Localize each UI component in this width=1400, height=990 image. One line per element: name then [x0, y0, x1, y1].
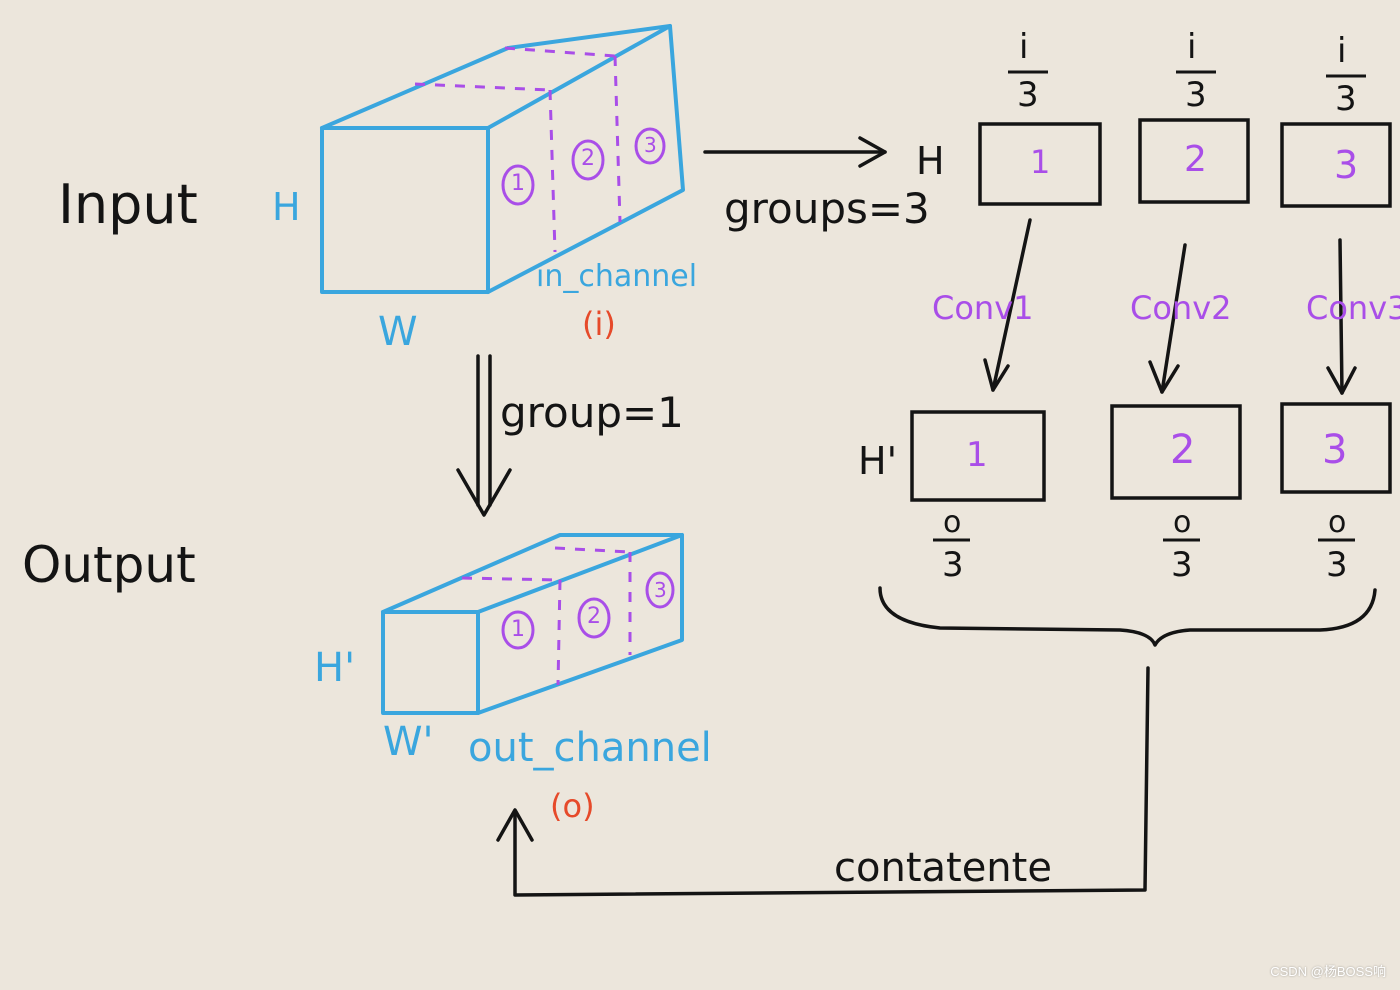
- group-2-in-frac-den: 3: [1185, 75, 1207, 115]
- conv1-arrow: [991, 218, 1032, 392]
- channel-circles: [501, 127, 675, 650]
- conv2-arrow: [1160, 243, 1187, 394]
- group-2-out-frac-den: 3: [1171, 545, 1193, 585]
- input-cube-channel-2: 2: [581, 146, 595, 171]
- group-1-in-box-label: 1: [1030, 143, 1051, 181]
- input-group-box-2: [1138, 118, 1250, 204]
- in-channel-label: in_channel: [536, 259, 698, 294]
- group-1-out-box-label: 1: [966, 435, 988, 475]
- in-channel-var: (i): [582, 305, 616, 343]
- input-group-box-1: [978, 122, 1102, 206]
- split-h-label: H: [916, 139, 945, 183]
- group-3-conv-label: Conv3: [1306, 289, 1400, 327]
- input-group-box-3: [1280, 122, 1392, 208]
- group-3-out-frac-num: o: [1328, 505, 1347, 540]
- concatenate-return-arrow: [513, 666, 1150, 897]
- watermark: CSDN @杨BOSS响: [1270, 964, 1386, 979]
- group-1-in-frac-num: i: [1019, 27, 1029, 67]
- output-group-box-3: [1280, 402, 1392, 494]
- output-cube-channel-1: 1: [511, 617, 525, 642]
- groups-3-label: groups=3: [724, 184, 930, 233]
- output-label: Output: [22, 536, 196, 594]
- group-1-in-frac-den: 3: [1017, 75, 1039, 115]
- input-cube-channel-3: 3: [644, 133, 657, 157]
- group-2-in-frac-num: i: [1187, 27, 1197, 67]
- group-1-label: group=1: [500, 388, 684, 437]
- arrows: [456, 136, 1377, 897]
- output-w-label: W': [383, 719, 434, 765]
- split-h-prime-label: H': [858, 439, 898, 483]
- input-cube: [320, 24, 685, 294]
- concatenate-brace: [878, 586, 1377, 647]
- group-3-in-box-label: 3: [1334, 143, 1359, 187]
- group-2-out-box-label: 2: [1170, 427, 1196, 473]
- input-h-label: H: [272, 185, 301, 229]
- output-h-label: H': [314, 645, 356, 691]
- out-channel-label: out_channel: [468, 725, 712, 771]
- group-3-in-frac-den: 3: [1335, 79, 1357, 119]
- group-boxes: [910, 118, 1392, 502]
- out-channel-var: (o): [550, 787, 595, 825]
- fraction-bars: [933, 70, 1366, 542]
- group-3-in-frac-num: i: [1337, 31, 1347, 71]
- input-cube-divisions: [414, 46, 622, 253]
- output-group-box-2: [1110, 404, 1242, 500]
- output-cube-channel-2: 2: [587, 604, 601, 629]
- group-3-out-box-label: 3: [1322, 427, 1348, 473]
- conv3-arrow: [1338, 238, 1344, 395]
- output-cube-channel-3: 3: [654, 578, 667, 602]
- group-2-conv-label: Conv2: [1130, 289, 1232, 327]
- input-label: Input: [58, 173, 198, 236]
- concatenate-label: contatente: [834, 845, 1052, 891]
- input-w-label: W: [378, 309, 418, 355]
- group-1-out-frac-num: o: [943, 505, 962, 540]
- group-1-out-frac-den: 3: [942, 545, 964, 585]
- output-group-box-1: [910, 410, 1046, 502]
- input-cube-channel-1: 1: [511, 171, 525, 196]
- output-cube: [381, 533, 684, 715]
- group-2-in-box-label: 2: [1184, 139, 1207, 180]
- group-1-conv-label: Conv1: [932, 289, 1034, 327]
- group-3-out-frac-den: 3: [1326, 545, 1348, 585]
- group-2-out-frac-num: o: [1173, 505, 1192, 540]
- output-cube-divisions: [461, 546, 632, 686]
